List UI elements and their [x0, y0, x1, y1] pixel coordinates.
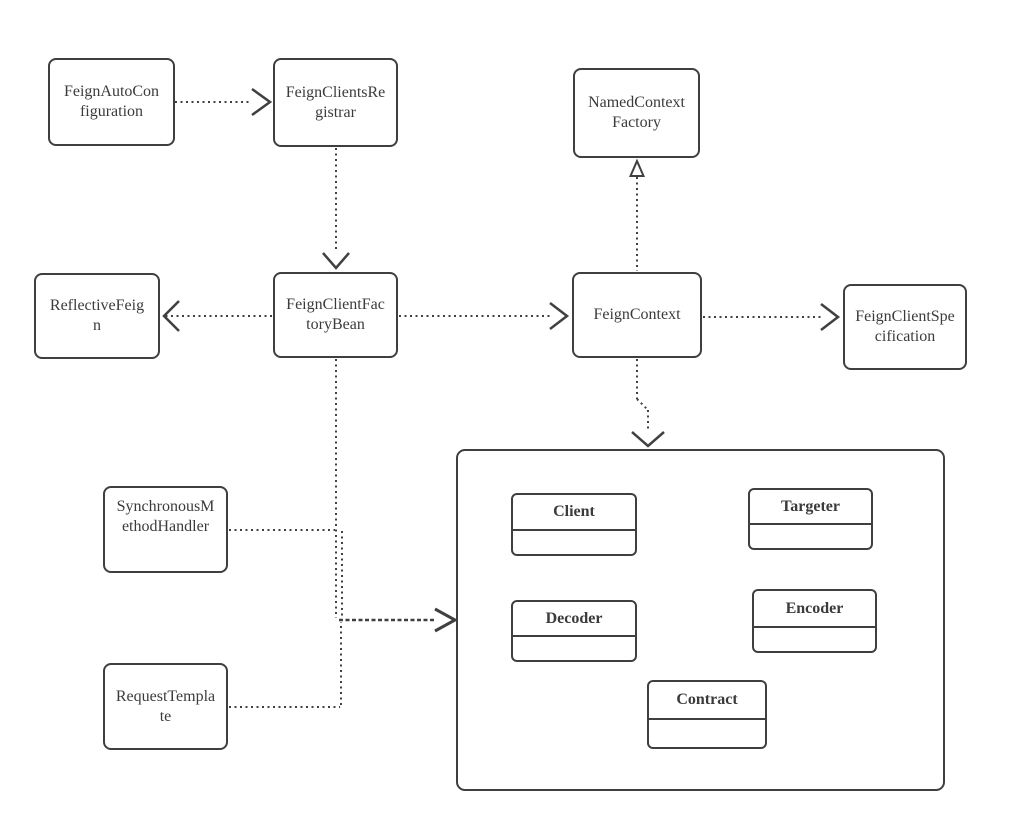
- edge-requesttemplate-join: [229, 622, 342, 708]
- class-client: Client: [511, 493, 637, 556]
- open-arrowhead: [162, 300, 180, 332]
- node-synchronous-method-handler: SynchronousM ethodHandler: [103, 486, 228, 573]
- open-arrowhead: [631, 431, 665, 448]
- class-title: Encoder: [754, 591, 875, 628]
- edge-factorybean-reflectivefeign: [162, 300, 272, 332]
- edge-registrar-factorybean: [322, 148, 350, 270]
- edge-feigncontext-namedcontextfactory: [628, 158, 646, 271]
- node-feign-clients-registrar: FeignClientsRe gistrar: [273, 58, 398, 147]
- class-title: Decoder: [513, 602, 635, 637]
- edge-line-jog: [636, 398, 649, 411]
- node-request-template: RequestTempla te: [103, 663, 228, 750]
- class-title: Client: [513, 495, 635, 531]
- open-arrowhead: [820, 303, 841, 331]
- edge-factorybean-container: [339, 607, 459, 633]
- open-arrowhead: [549, 302, 570, 330]
- edge-autoconfig-registrar: [175, 87, 273, 117]
- node-named-context-factory: NamedContext Factory: [573, 68, 700, 158]
- node-label: ReflectiveFeig n: [49, 297, 145, 334]
- hollow-triangle-arrowhead: [628, 158, 646, 177]
- node-feign-auto-configuration: FeignAutoCon figuration: [48, 58, 175, 146]
- class-decoder: Decoder: [511, 600, 637, 662]
- edge-feigncontext-specification: [703, 303, 841, 331]
- class-encoder: Encoder: [752, 589, 877, 653]
- node-feign-client-factory-bean: FeignClientFac toryBean: [273, 272, 398, 358]
- node-label: FeignClientFac toryBean: [286, 296, 385, 333]
- node-label: NamedContext Factory: [588, 94, 685, 131]
- open-arrowhead: [322, 252, 350, 270]
- node-label: FeignAutoCon figuration: [63, 83, 160, 120]
- class-targeter: Targeter: [748, 488, 873, 550]
- node-reflective-feign: ReflectiveFeig n: [34, 273, 160, 359]
- class-body: [513, 637, 635, 660]
- edge-factorybean-downline: [335, 359, 343, 618]
- node-label: SynchronousM ethodHandler: [116, 498, 215, 535]
- open-arrowhead: [251, 87, 273, 117]
- node-label: RequestTempla te: [115, 687, 216, 725]
- class-body: [513, 531, 635, 554]
- class-body: [754, 628, 875, 651]
- node-label: FeignContext: [593, 306, 681, 323]
- class-body: [649, 720, 765, 747]
- node-feign-client-specification: FeignClientSpe cification: [843, 284, 967, 370]
- node-label: FeignClientsRe gistrar: [285, 83, 386, 121]
- edge-factorybean-feigncontext: [399, 302, 570, 330]
- edge-feigncontext-container: [631, 359, 665, 448]
- open-arrowhead: [434, 607, 459, 633]
- class-contract: Contract: [647, 680, 767, 749]
- node-feign-context: FeignContext: [572, 272, 702, 358]
- node-label: FeignClientSpe cification: [855, 308, 955, 345]
- class-title: Contract: [649, 682, 765, 720]
- class-body: [750, 525, 871, 548]
- class-title: Targeter: [750, 490, 871, 525]
